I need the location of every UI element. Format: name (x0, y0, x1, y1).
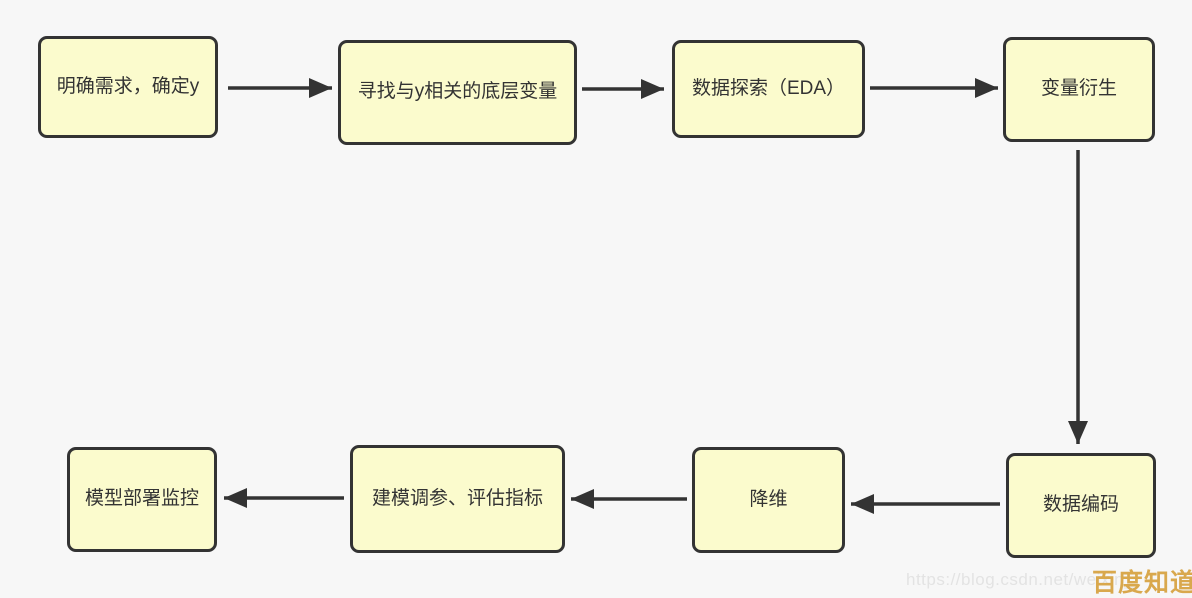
node-label: 明确需求，确定y (56, 75, 200, 97)
node-label: 变量衍生 (1040, 78, 1117, 100)
node-data-encoding: 数据编码 (1006, 453, 1156, 558)
node-label: 寻找与y相关的底层变量 (357, 81, 558, 103)
node-label: 数据探索（EDA） (691, 77, 846, 99)
node-label: 降维 (749, 488, 788, 510)
node-label: 数据编码 (1042, 494, 1119, 516)
node-find-underlying-variables: 寻找与y相关的底层变量 (338, 40, 577, 145)
node-variable-derivation: 变量衍生 (1003, 37, 1155, 142)
node-label: 建模调参、评估指标 (371, 487, 543, 509)
node-dimensionality-reduction: 降维 (692, 447, 845, 553)
node-clarify-requirements: 明确需求，确定y (38, 36, 218, 138)
node-modeling-tuning-evaluation: 建模调参、评估指标 (350, 445, 565, 553)
node-data-exploration-eda: 数据探索（EDA） (672, 40, 865, 138)
node-model-deployment-monitoring: 模型部署监控 (67, 447, 217, 552)
node-label: 模型部署监控 (84, 488, 199, 510)
watermark-brand-logo: 百度知道 (1092, 569, 1192, 597)
watermark-url-text: https://blog.csdn.net/weixin_ (906, 570, 1135, 589)
